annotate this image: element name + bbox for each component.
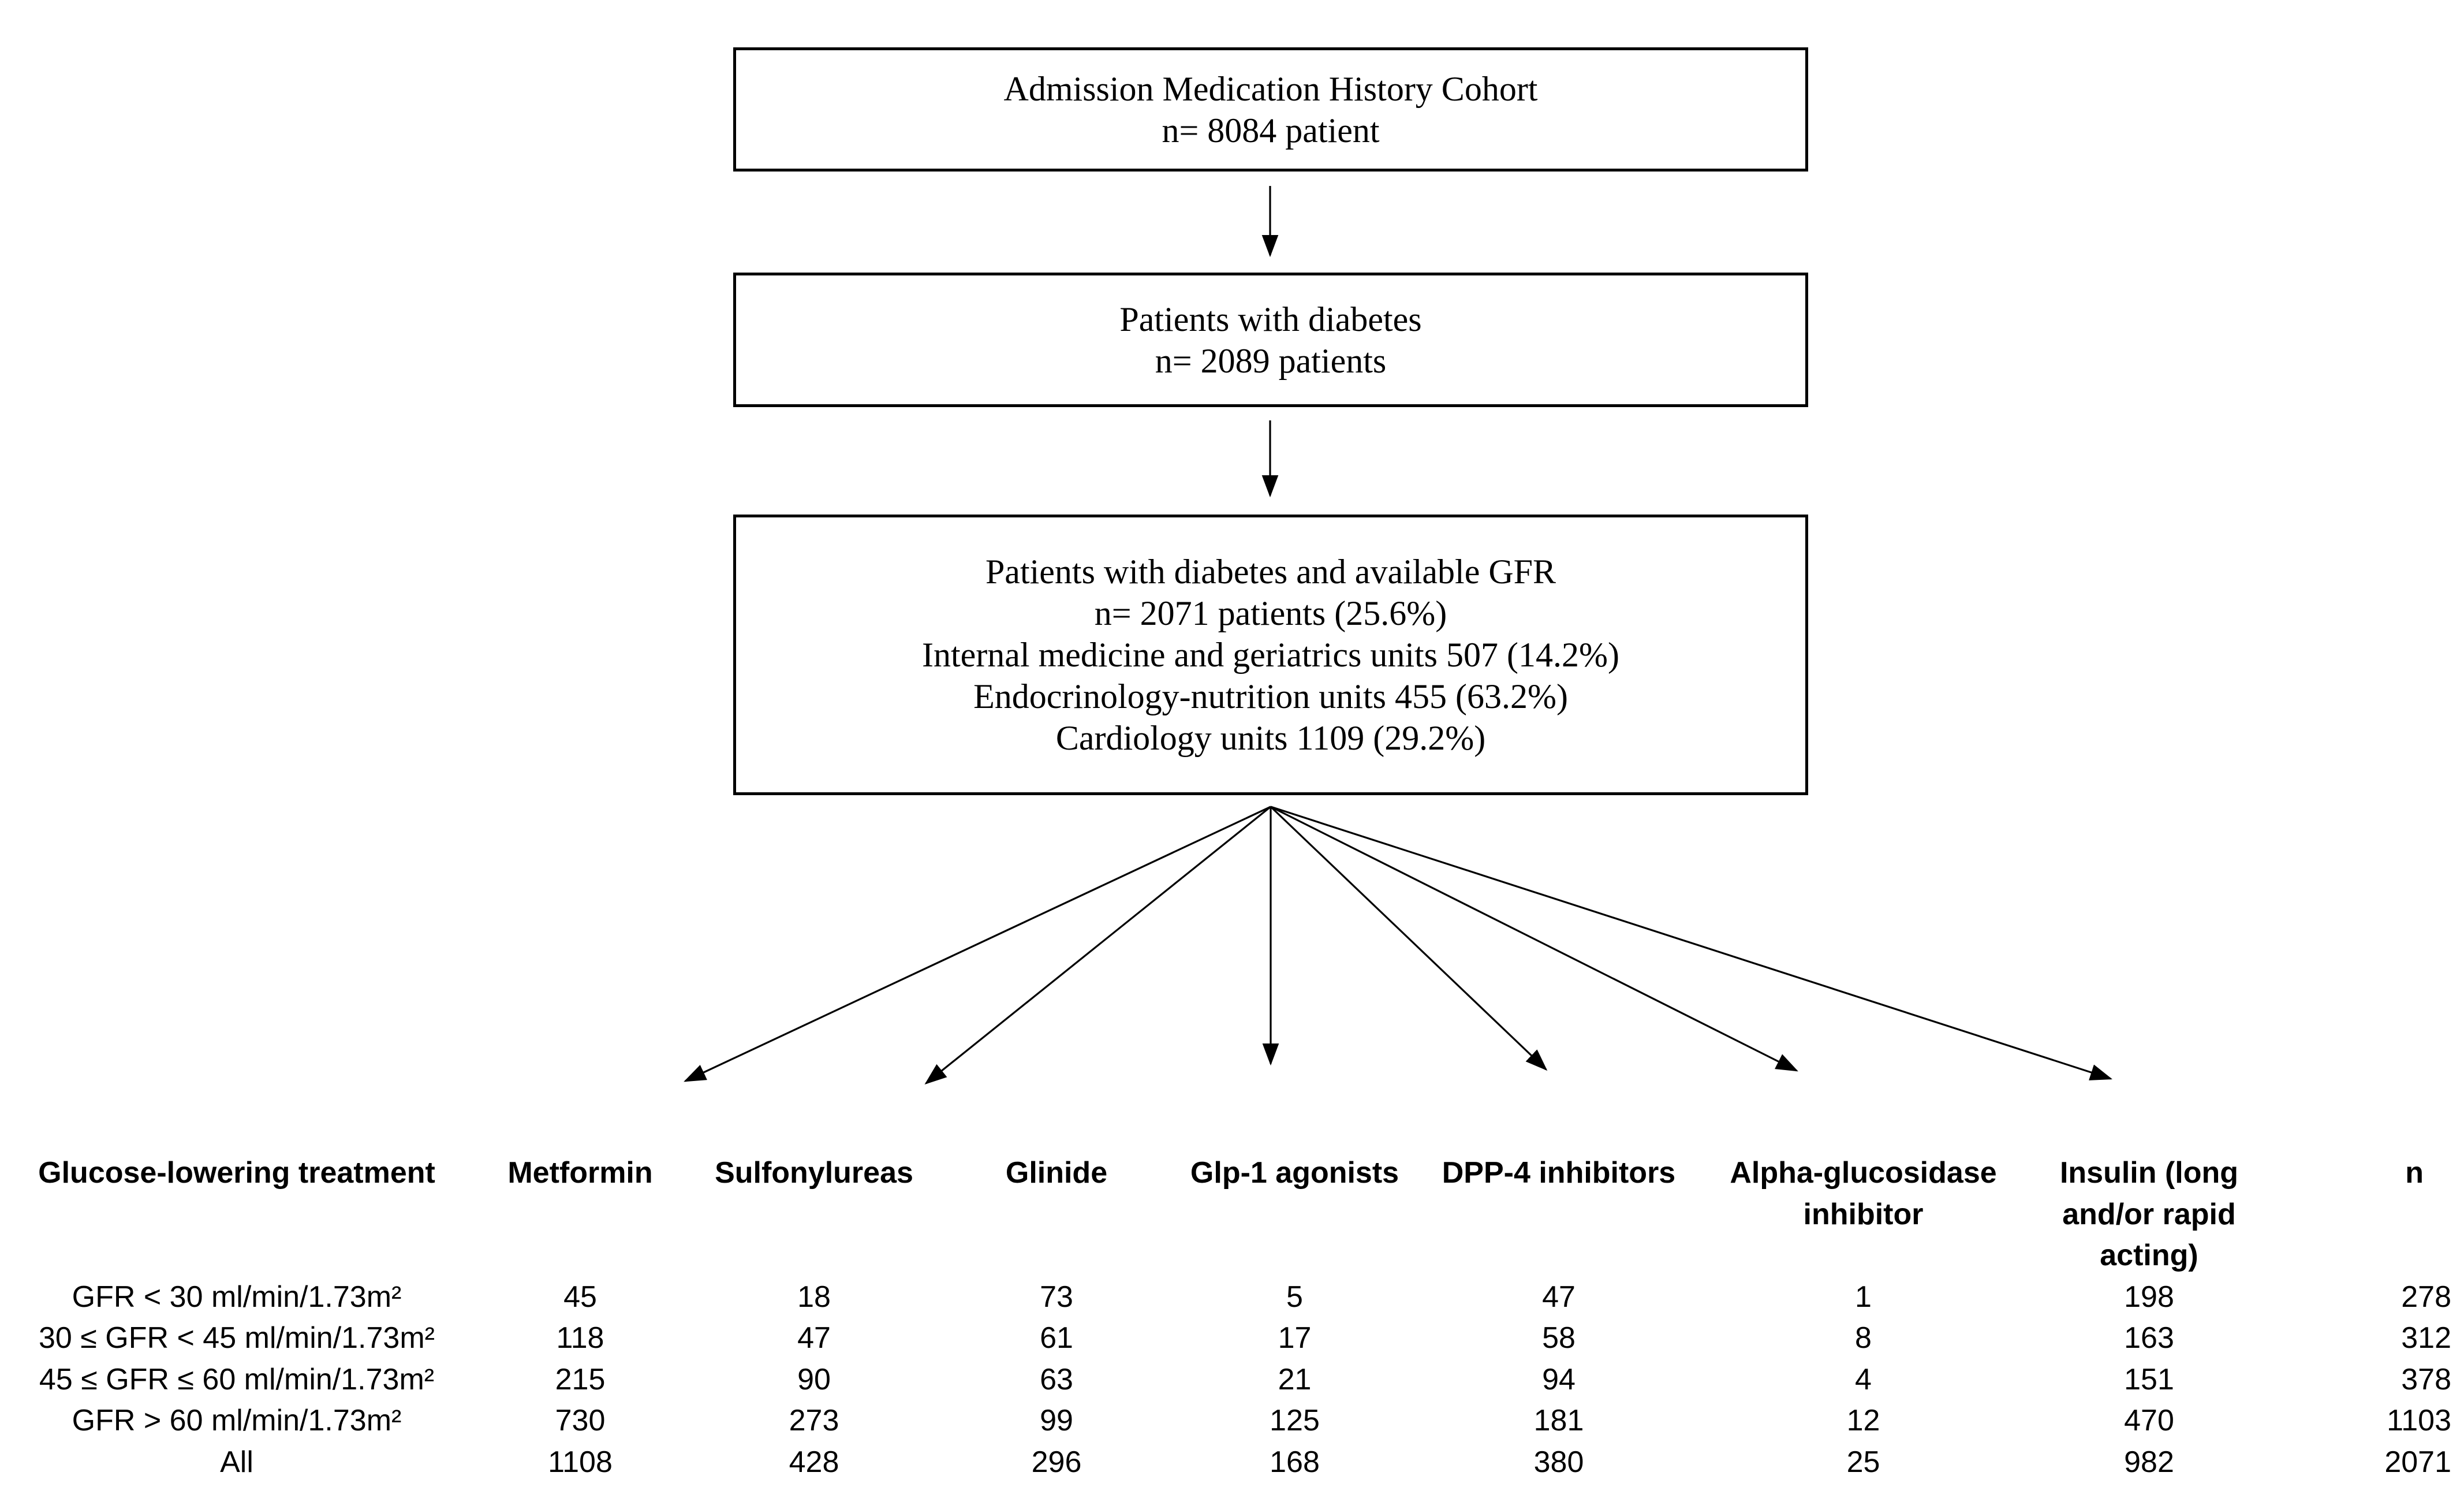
header-sulfonylureas: Sulfonylureas (715, 1156, 913, 1190)
cell-value: 61 (1040, 1321, 1073, 1355)
cell-value: 25 (1846, 1445, 1880, 1479)
box-text-line: Cardiology units 1109 (29.2%) (1055, 719, 1486, 757)
cell-value: 5 (1286, 1280, 1303, 1314)
table-row-gfr-30-45: 30 ≤ GFR < 45 ml/min/1.73m² 118 47 61 17… (0, 1318, 2464, 1359)
cell-value: 8 (1855, 1321, 1872, 1355)
cell-value: 151 (2124, 1362, 2174, 1396)
flow-box-admission-cohort: Admission Medication History Cohort n= 8… (733, 47, 1808, 172)
cell-value: 181 (1533, 1404, 1584, 1437)
table-header-row: Glucose-lowering treatment Metformin Sul… (0, 1153, 2464, 1277)
cell-value: 125 (1270, 1404, 1320, 1437)
cell-value: 21 (1278, 1362, 1312, 1396)
fan-arrow-alpha-glucosidase (1270, 806, 1798, 1072)
header-metformin: Metformin (507, 1156, 653, 1190)
cell-value: 380 (1533, 1445, 1584, 1479)
table-row-gfr-gt-60: GFR > 60 ml/min/1.73m² 730 273 99 125 18… (0, 1400, 2464, 1442)
header-glp1-agonists: Glp-1 agonists (1190, 1156, 1399, 1190)
cell-value: 1 (1855, 1280, 1872, 1314)
cell-value: 118 (556, 1321, 604, 1355)
header-alpha-glucosidase-inhibitor: Alpha-glucosidase inhibitor (1730, 1156, 1997, 1231)
cell-value: 4 (1855, 1362, 1872, 1396)
cell-value: 63 (1040, 1362, 1073, 1396)
header-glinide: Glinide (1005, 1156, 1108, 1190)
cell-value: 168 (1270, 1445, 1320, 1479)
cell-n: 2071 (2384, 1445, 2451, 1479)
treatment-table-region: Glucose-lowering treatment Metformin Sul… (0, 1153, 2464, 1483)
cell-n: 312 (2401, 1321, 2451, 1355)
fan-arrow-sulfonylureas (924, 806, 1272, 1085)
box-text-line: Internal medicine and geriatrics units 5… (922, 636, 1619, 674)
fan-arrow-insulin (1270, 806, 2113, 1080)
fan-arrow-dpp4 (1270, 806, 1548, 1071)
flow-box-patients-with-diabetes: Patients with diabetes n= 2089 patients (733, 273, 1808, 407)
box-text-line: Admission Medication History Cohort (1003, 69, 1538, 108)
glucose-lowering-treatment-table: Glucose-lowering treatment Metformin Sul… (0, 1153, 2464, 1483)
box-text-line: n= 2071 patients (25.6%) (1094, 594, 1447, 632)
cell-value: 12 (1846, 1404, 1880, 1437)
box-text-line: Patients with diabetes (1119, 300, 1422, 338)
header-insulin: Insulin (long and/or rapid acting) (2059, 1156, 2239, 1272)
cell-value: 45 (563, 1280, 597, 1314)
fan-arrow-metformin (684, 806, 1271, 1082)
header-dpp4-inhibitors: DPP-4 inhibitors (1442, 1156, 1676, 1190)
cell-value: 47 (797, 1321, 831, 1355)
header-n: n (2405, 1156, 2424, 1190)
cell-value: 730 (555, 1404, 606, 1437)
box-text-line: n= 8084 patient (1162, 111, 1380, 150)
row-label: 45 ≤ GFR ≤ 60 ml/min/1.73m² (39, 1362, 435, 1396)
cell-n: 278 (2401, 1280, 2451, 1314)
box-text-line: Patients with diabetes and available GFR (985, 553, 1556, 591)
cell-value: 470 (2124, 1404, 2174, 1437)
cell-value: 94 (1542, 1362, 1576, 1396)
row-label: All (220, 1445, 253, 1479)
row-label: 30 ≤ GFR < 45 ml/min/1.73m² (39, 1321, 435, 1355)
cell-value: 1108 (548, 1445, 613, 1479)
row-label: GFR < 30 ml/min/1.73m² (72, 1280, 402, 1314)
box-text-line: Endocrinology-nutrition units 455 (63.2%… (973, 677, 1568, 715)
cell-value: 90 (797, 1362, 831, 1396)
cell-value: 296 (1031, 1445, 1082, 1479)
cell-value: 215 (555, 1362, 606, 1396)
header-glucose-lowering-treatment: Glucose-lowering treatment (38, 1156, 435, 1190)
cell-value: 163 (2124, 1321, 2174, 1355)
cell-value: 99 (1040, 1404, 1073, 1437)
cell-value: 982 (2124, 1445, 2174, 1479)
cell-value: 47 (1542, 1280, 1576, 1314)
table-row-gfr-45-60: 45 ≤ GFR ≤ 60 ml/min/1.73m² 215 90 63 21… (0, 1359, 2464, 1401)
cell-value: 198 (2124, 1280, 2174, 1314)
cell-value: 18 (797, 1280, 831, 1314)
cell-value: 58 (1542, 1321, 1576, 1355)
table-row-all: All 1108 428 296 168 380 25 982 2071 (0, 1442, 2464, 1484)
cell-value: 73 (1040, 1280, 1073, 1314)
cell-n: 1103 (2387, 1404, 2451, 1437)
flow-box-diabetes-with-gfr: Patients with diabetes and available GFR… (733, 515, 1808, 795)
table-row-gfr-lt-30: GFR < 30 ml/min/1.73m² 45 18 73 5 47 1 1… (0, 1277, 2464, 1318)
box-text-line: n= 2089 patients (1155, 341, 1387, 380)
cell-value: 428 (789, 1445, 839, 1479)
row-label: GFR > 60 ml/min/1.73m² (72, 1404, 402, 1437)
cell-value: 273 (789, 1404, 839, 1437)
cell-value: 17 (1278, 1321, 1312, 1355)
cell-n: 378 (2401, 1362, 2451, 1396)
